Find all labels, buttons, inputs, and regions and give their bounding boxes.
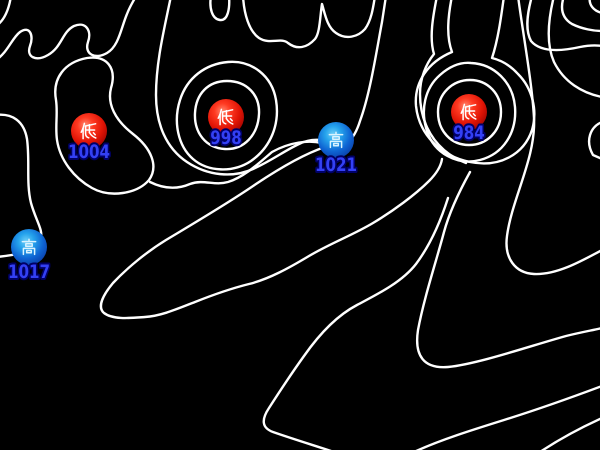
pressure-marker-high-1017[interactable]: 1017 [6,229,52,285]
pressure-value-label: 1021 [315,154,357,176]
isobar-line [154,0,387,176]
isobar-line [0,0,12,25]
low-pressure-icon [80,122,97,140]
isobar-line [99,145,444,320]
isobar-line [242,0,376,49]
isobar-line [209,0,231,22]
pressure-value-label: 998 [210,127,242,149]
isobar-line [436,78,503,147]
high-pressure-circle [11,229,47,265]
isobar-line [175,60,279,171]
isobar-line [560,0,600,33]
high-pressure-icon [21,238,37,256]
isobar-line [54,56,155,195]
isobar-line [547,0,600,98]
pressure-marker-low-998[interactable]: 998 [208,99,244,151]
pressure-value-label: 984 [453,122,485,144]
isobar-line [505,0,600,276]
pressure-value-label: 1017 [8,261,50,283]
isobar-line [262,196,450,450]
isobar-line [540,417,600,450]
isobar-line [422,61,517,163]
isobar-line [148,140,324,189]
pressure-marker-layer: 1004 998 984 [6,94,487,285]
pressure-marker-low-984[interactable]: 984 [451,94,487,146]
isobar-line [0,0,136,60]
isobar-line [193,79,261,151]
pressure-marker-low-1004[interactable]: 1004 [66,113,112,165]
pressure-marker-high-1021[interactable]: 1021 [313,122,359,178]
isobar-line [526,0,600,52]
isobar-line [414,0,536,165]
isobar-line [415,385,600,450]
isobar-line [587,121,600,160]
low-pressure-icon [460,103,477,121]
high-pressure-icon [328,131,344,149]
isobar-line [588,0,600,14]
high-pressure-circle [318,122,354,158]
isobar-line [415,170,600,369]
pressure-value-label: 1004 [68,141,110,163]
low-pressure-icon [217,108,234,126]
